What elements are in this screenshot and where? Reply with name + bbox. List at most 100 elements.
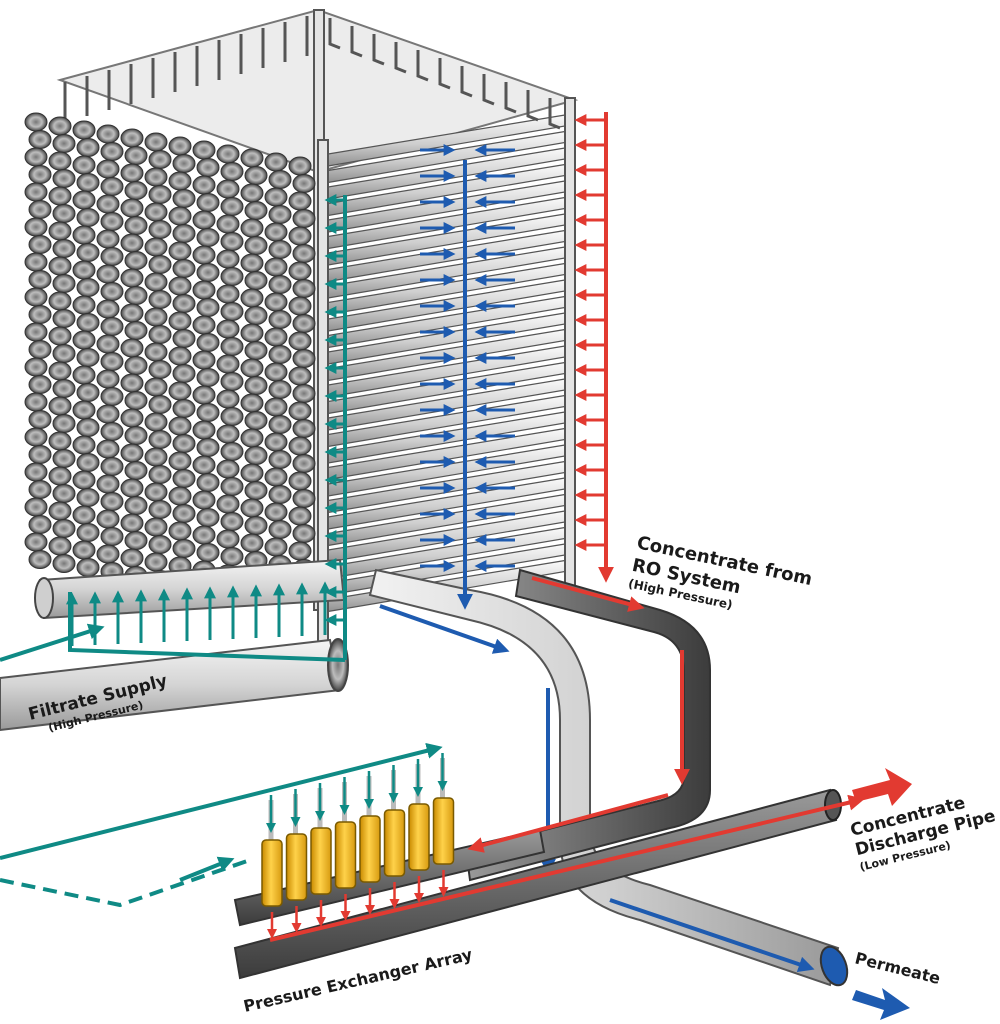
membrane-end-cap (29, 516, 51, 534)
membrane-end-cap (125, 497, 147, 515)
membrane-end-cap (49, 257, 71, 275)
membrane-end-cap (101, 423, 123, 441)
membrane-end-cap (149, 151, 171, 169)
membrane-end-cap (53, 485, 75, 503)
membrane-end-cap (245, 412, 267, 430)
membrane-end-cap (73, 471, 95, 489)
membrane-end-cap (217, 180, 239, 198)
membrane-end-cap (49, 397, 71, 415)
membrane-end-cap (49, 187, 71, 205)
membrane-end-cap (197, 264, 219, 282)
membrane-end-cap (289, 262, 311, 280)
membrane-end-cap (121, 234, 143, 252)
membrane-end-cap (121, 269, 143, 287)
membrane-end-cap (169, 277, 191, 295)
membrane-end-cap (293, 420, 315, 438)
membrane-end-cap (49, 292, 71, 310)
membrane-end-cap (101, 318, 123, 336)
membrane-end-cap (121, 199, 143, 217)
membrane-end-cap (193, 456, 215, 474)
membrane-end-cap (29, 236, 51, 254)
membrane-end-cap (145, 553, 167, 571)
membrane-end-cap (241, 464, 263, 482)
membrane-end-cap (97, 230, 119, 248)
membrane-end-cap (149, 256, 171, 274)
membrane-end-cap (25, 393, 47, 411)
membrane-end-cap (197, 404, 219, 422)
pressure-exchanger (262, 840, 282, 906)
membrane-end-cap (293, 350, 315, 368)
membrane-end-cap (101, 388, 123, 406)
membrane-end-cap (77, 384, 99, 402)
membrane-end-cap (29, 201, 51, 219)
membrane-end-cap (125, 357, 147, 375)
membrane-end-cap (25, 113, 47, 131)
membrane-end-cap (29, 376, 51, 394)
membrane-end-cap (49, 117, 71, 135)
membrane-end-cap (97, 265, 119, 283)
membrane-end-cap (293, 315, 315, 333)
membrane-end-cap (265, 293, 287, 311)
membrane-end-cap (25, 498, 47, 516)
membrane-end-cap (193, 386, 215, 404)
membrane-end-cap (173, 225, 195, 243)
membrane-end-cap (265, 433, 287, 451)
membrane-end-cap (289, 507, 311, 525)
pressure-exchanger (409, 804, 429, 870)
membrane-end-cap (121, 479, 143, 497)
membrane-end-cap (125, 462, 147, 480)
membrane-end-cap (241, 289, 263, 307)
membrane-end-cap (53, 205, 75, 223)
membrane-end-cap (197, 159, 219, 177)
membrane-end-cap (97, 545, 119, 563)
membrane-end-cap (77, 244, 99, 262)
membrane-end-cap (53, 380, 75, 398)
label-permeate: Permeate (853, 948, 942, 988)
membrane-end-cap (193, 211, 215, 229)
membrane-end-cap (169, 417, 191, 435)
membrane-end-cap (289, 437, 311, 455)
membrane-end-cap (101, 143, 123, 161)
membrane-end-cap (49, 502, 71, 520)
membrane-end-cap (149, 186, 171, 204)
membrane-end-cap (125, 182, 147, 200)
membrane-end-cap (193, 176, 215, 194)
membrane-end-cap (145, 378, 167, 396)
membrane-end-cap (101, 178, 123, 196)
membrane-end-cap (169, 242, 191, 260)
membrane-end-cap (125, 427, 147, 445)
pressure-exchanger (385, 810, 405, 876)
membrane-end-cap (269, 171, 291, 189)
membrane-end-cap (245, 447, 267, 465)
membrane-end-cap (73, 366, 95, 384)
membrane-end-cap (125, 147, 147, 165)
membrane-end-cap (29, 131, 51, 149)
membrane-end-cap (173, 470, 195, 488)
membrane-end-cap (217, 215, 239, 233)
membrane-end-cap (197, 334, 219, 352)
membrane-end-cap (245, 342, 267, 360)
membrane-end-cap (73, 226, 95, 244)
membrane-end-cap (221, 478, 243, 496)
membrane-end-cap (145, 483, 167, 501)
membrane-end-cap (221, 338, 243, 356)
membrane-end-cap (77, 279, 99, 297)
membrane-end-cap (77, 174, 99, 192)
membrane-end-cap (289, 472, 311, 490)
membrane-end-cap (241, 394, 263, 412)
membrane-end-cap (197, 544, 219, 562)
membrane-end-cap (289, 367, 311, 385)
pressure-exchanger (336, 822, 356, 888)
membrane-end-cap (121, 164, 143, 182)
membrane-end-cap (241, 324, 263, 342)
membrane-end-cap (245, 517, 267, 535)
membrane-end-cap (217, 320, 239, 338)
concentrate-outlet-arrow (852, 768, 912, 806)
membrane-end-cap (29, 166, 51, 184)
membrane-end-cap (245, 377, 267, 395)
membrane-end-cap (53, 450, 75, 468)
membrane-end-cap (101, 528, 123, 546)
membrane-end-cap (77, 419, 99, 437)
membrane-end-cap (245, 237, 267, 255)
membrane-end-cap (97, 510, 119, 528)
